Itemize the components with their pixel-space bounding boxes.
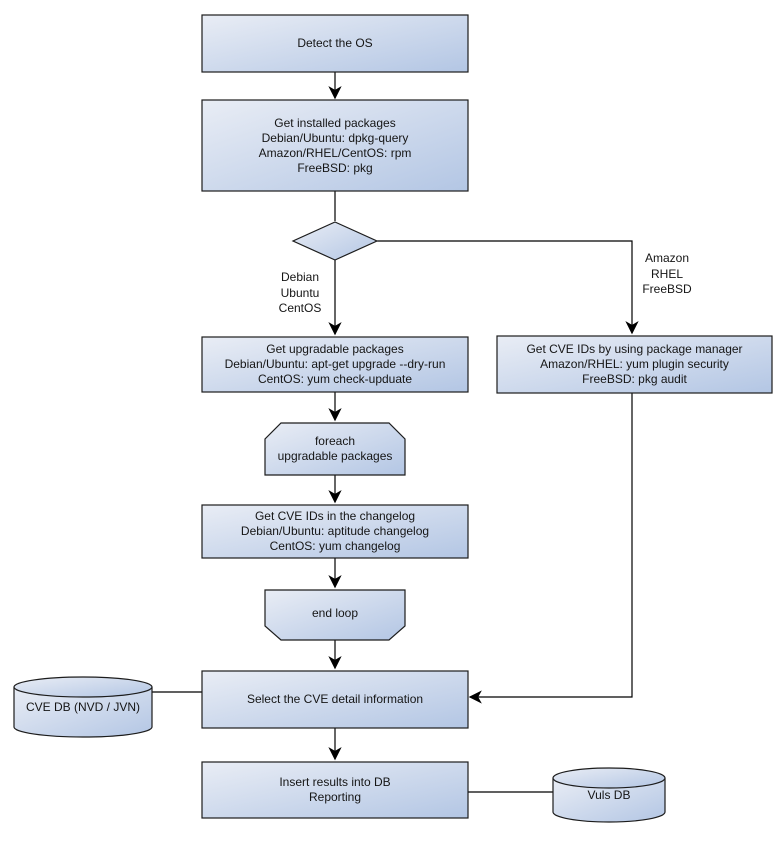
get-installed-packages-shape: [201, 99, 469, 192]
vuls-db-cylinder-top: [552, 767, 666, 789]
get-cve-ids-package-manager-shape: [496, 335, 773, 394]
cve-db-cylinder-top: [13, 676, 153, 698]
get-cve-ids-changelog-shape: [201, 504, 469, 559]
cve-db-cylinder-body: [13, 687, 153, 738]
insert-results-shape: [201, 761, 469, 819]
get-upgradable-packages-shape: [201, 336, 469, 393]
connectors: [152, 72, 639, 793]
edge-pkg-manager-to-select: [468, 393, 633, 704]
vuls-db-cylinder-body: [552, 778, 666, 823]
branch-label-debian-ubuntu-centos: Debian Ubuntu CentOS: [278, 270, 322, 315]
end-loop-shape: [264, 589, 406, 641]
select-cve-detail-shape: [201, 670, 469, 729]
os-decision-diamond: [291, 221, 379, 261]
branch-label-amazon-rhel-freebsd: Amazon RHEL FreeBSD: [642, 251, 692, 296]
node-shapes: [13, 14, 773, 823]
foreach-loop-shape: [264, 422, 406, 476]
edge-decision-to-pkg-manager: [377, 240, 639, 335]
detect-os-shape: [201, 14, 469, 73]
